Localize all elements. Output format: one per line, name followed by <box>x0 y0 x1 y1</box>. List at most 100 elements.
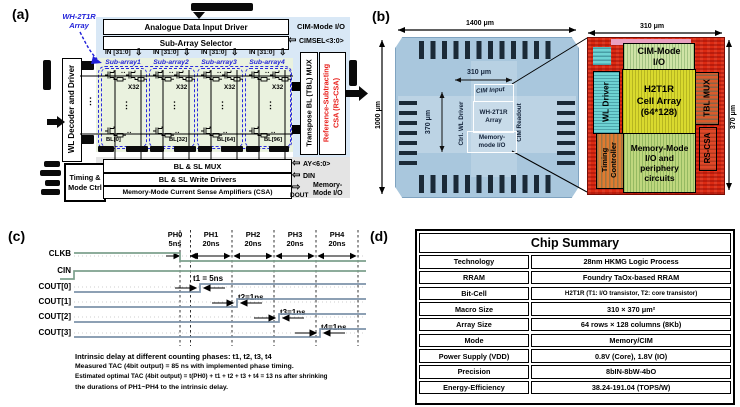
array-tag-line2: Array <box>69 21 89 30</box>
row-label: Macro Size <box>419 302 529 316</box>
bl0-label: BL[0] <box>106 137 121 143</box>
timing-note-3: Estimated optimal TAC (4bit output) = t(… <box>75 373 328 380</box>
layout-height-label: 370 μm <box>729 104 737 130</box>
die-array-line1: WH-2T1R <box>479 108 508 116</box>
subarray3-outline <box>197 68 243 147</box>
layout-mem-periph-line1: Memory-Mode <box>630 142 689 153</box>
row-label: Mode <box>419 333 529 348</box>
memory-mode-io-line2: Mode I/O <box>313 190 343 197</box>
analogue-data-input-driver-block: Analogue Data Input Driver <box>103 19 289 35</box>
delay-t1-label: t1 = 5ns <box>193 274 224 283</box>
timing-note-4: the durations of PH1~PH4 to the intrinsi… <box>75 384 229 391</box>
timing-note-2: Measured TAC (4bit output) = 85 ns with … <box>75 363 294 370</box>
subarray1-outline <box>101 68 147 147</box>
delay-t4-label: t4=1ns <box>321 323 347 332</box>
x32-label-4: X32 <box>272 84 284 91</box>
layout-mem-periph-line2: I/O and <box>645 152 674 163</box>
subarray4-label: Sub-array4 <box>249 59 285 66</box>
bl-sl-mux-block: BL & SL MUX <box>103 159 292 173</box>
layout-mem-periph-line3: periphery <box>640 163 679 173</box>
svg-text:⋮: ⋮ <box>86 96 95 106</box>
layout-rs-csa-block <box>699 127 717 171</box>
row-label: Energy-Efficiency <box>419 380 529 395</box>
table-title: Chip Summary <box>419 233 731 253</box>
row-label: Precision <box>419 365 529 379</box>
row-label: RRAM <box>419 270 529 285</box>
hollow-down-arrow-icon: ⇩ <box>183 47 191 57</box>
die-mem-io-line2: mode I/O <box>478 142 506 149</box>
in-bus-label-3: IN [31:0] <box>201 49 227 56</box>
row-value: Foundry TaOx-based RRAM <box>531 270 731 285</box>
layout-timing-label: Timing Controller <box>600 133 618 187</box>
tbl-mux-label: Transpose BL (TBL) MUX <box>303 58 313 147</box>
panel-a-tag: (a) <box>12 6 30 22</box>
layout-cyan-block <box>593 47 611 65</box>
array-tag-line1: WH-2T1R <box>62 12 96 21</box>
layout-cim-io-block: CIM-Mode I/O <box>623 43 695 70</box>
din-label: DIN <box>303 173 316 180</box>
subarray2-outline <box>149 68 195 147</box>
layout-cell-array-line3: (64*128) <box>640 107 678 119</box>
rs-csa-line2: CSA (RS-CSA) <box>331 77 341 128</box>
die-width-label: 1400 μm <box>466 20 495 27</box>
layout-mem-periph-line4: circuits <box>644 173 675 184</box>
phase3-dur: 20ns <box>286 239 304 248</box>
panel-b: (b) 1400 μm 1000 μm <box>370 0 740 215</box>
hollow-left-arrow-icon: ⇦ <box>292 170 301 181</box>
signal-cout1-label: COUT[1] <box>38 297 71 306</box>
layout-timing-block <box>596 133 624 189</box>
delay-t3-label: t3=1ns <box>280 308 306 317</box>
signal-cin-label: CIN <box>57 266 71 275</box>
phase0-name: PH0 <box>167 230 183 239</box>
hollow-left-arrow-icon: ⇦ <box>288 35 297 46</box>
row-value: H2T1R (T1: I/O transistor, T2: core tran… <box>531 286 731 301</box>
pad-row-top <box>419 41 557 59</box>
phase4-dur: 20ns <box>328 239 346 248</box>
cimsel-label: CIMSEL<3:0> <box>299 38 344 45</box>
wl-decoder-label: WL Decoder and Driver <box>66 64 76 154</box>
layout-cell-array-line2: Cell Array <box>636 95 682 107</box>
pad-col-right <box>557 97 575 165</box>
layout-wl-driver-label: WL Driver <box>600 81 611 122</box>
row-label: Power Supply (VDD) <box>419 349 529 363</box>
panel-b-tag: (b) <box>372 8 390 24</box>
layout-view: CIM-Mode I/O WL Driver H2T1R Cell Array … <box>587 37 725 195</box>
timing-note-1: Intrinsic delay at different counting ph… <box>75 352 272 361</box>
layout-cell-array-line1: H2T1R <box>643 83 675 95</box>
in-bus-label-1: IN [31:0] <box>105 49 131 56</box>
layout-timing-line2: Controller <box>609 142 618 178</box>
timing-mode-ctrl-block: Timing & Mode Ctrl <box>64 163 106 202</box>
delay-t2-label: t2=1ns <box>238 293 264 302</box>
in-bus-label-4: IN [31:0] <box>249 49 275 56</box>
die-array-line2: Array <box>485 117 502 124</box>
tbl-mux-block <box>300 52 318 155</box>
timing-ctrl-line2: Mode Ctrl <box>68 182 102 192</box>
subarray4-outline <box>245 68 291 147</box>
layout-rs-csa-label: RS-CSA <box>702 132 712 164</box>
panel-c-tag: (c) <box>8 228 26 244</box>
memory-mode-csa-block: Memory-Mode Current Sense Amplifiers (CS… <box>103 186 292 199</box>
sub-array-selector-block: Sub-Array Selector <box>103 36 289 50</box>
signal-clkb-label: CLKB <box>48 249 71 258</box>
signal-cout3-label: COUT[3] <box>38 328 71 337</box>
phase4-name: PH4 <box>329 230 345 239</box>
ay-label: AY<6:0> <box>303 161 331 168</box>
panel-c: (c) CLKB CIN COUT[0] COUT[1] COUT[2] COU… <box>0 222 395 407</box>
signal-cout0-label: COUT[0] <box>38 282 71 291</box>
rs-csa-label: Reference-Subtracting CSA (RS-CSA) <box>321 52 343 153</box>
bl64-label: BL[64] <box>217 137 236 143</box>
panel-d: (d) Chip Summary Technology 28nm HKMG Lo… <box>368 222 740 407</box>
timing-ctrl-line1: Timing & <box>69 173 101 183</box>
rs-csa-block <box>319 52 346 155</box>
row-label: Bit-Cell <box>419 286 529 301</box>
x32-label-1: X32 <box>128 84 140 91</box>
layout-tbl-mux-block <box>695 72 719 125</box>
subarray3-label: Sub-array3 <box>201 59 237 66</box>
hollow-right-arrow-icon: ⇨ <box>292 182 301 193</box>
die-height-label: 1000 μm <box>374 100 382 130</box>
row-value: 28nm HKMG Logic Process <box>531 255 731 269</box>
x32-label-2: X32 <box>176 84 188 91</box>
row-value: 8bIN-8bW-4bO <box>531 365 731 379</box>
row-value: 310 × 370 μm² <box>531 302 731 316</box>
